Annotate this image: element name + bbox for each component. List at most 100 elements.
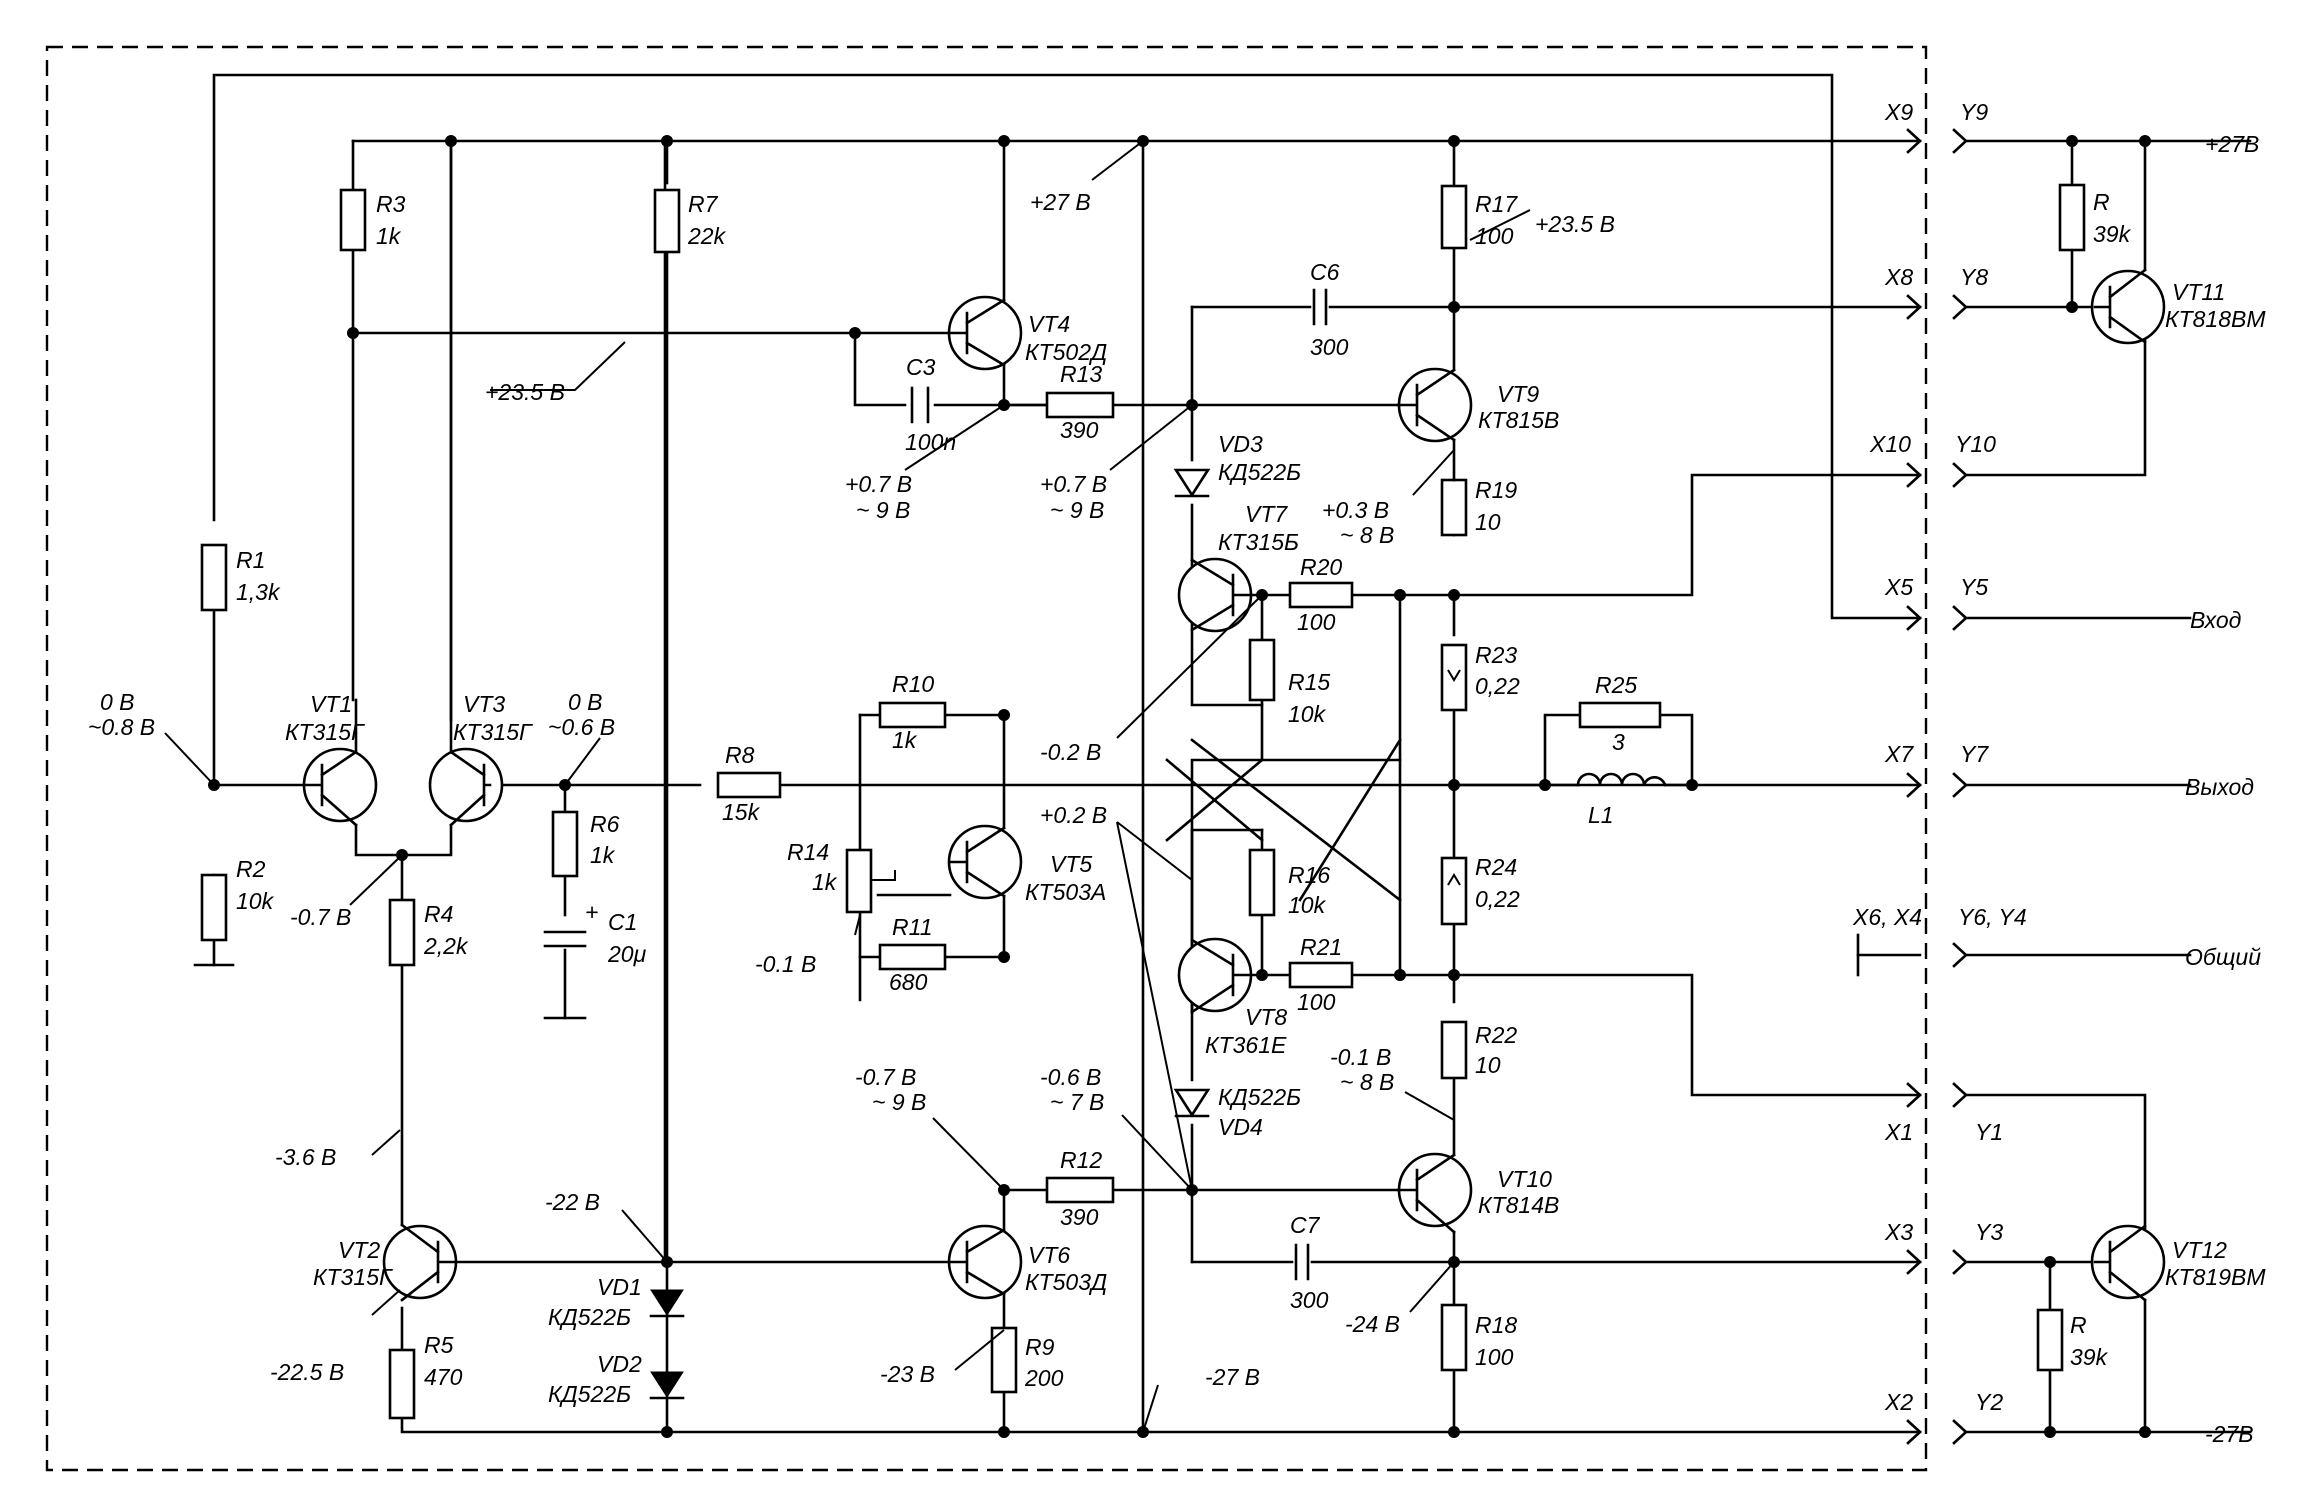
resistors	[200, 183, 2086, 1420]
voltage-vt7-e: -0.2 В	[1040, 739, 1101, 765]
r3-ref: R3	[376, 191, 406, 217]
vt10-ref: VT10	[1497, 1166, 1552, 1192]
c7-ref: C7	[1290, 1212, 1321, 1238]
vt6-ref: VT6	[1028, 1242, 1070, 1268]
vd4-ref: VD4	[1218, 1114, 1263, 1140]
transistor-vt10	[1396, 1152, 1473, 1234]
r5-value: 470	[424, 1364, 463, 1390]
resistor-r13	[1045, 391, 1115, 419]
vt11-ref: VT11	[2172, 279, 2225, 305]
voltage-fb-ac: ~0.6 В	[548, 714, 615, 740]
r24-value: 0,22	[1475, 886, 1520, 912]
resistor-r8	[716, 771, 782, 799]
vt5-ref: VT5	[1050, 851, 1092, 877]
r17-ref: R17	[1475, 191, 1518, 217]
vt7-type: КТ315Б	[1218, 529, 1299, 555]
voltage-in-ac: ~0.8 В	[88, 714, 155, 740]
voltage-vt8-e: +0.2 В	[1040, 802, 1107, 828]
r7-value: 22k	[687, 223, 727, 249]
connector-x1: X1	[1884, 1119, 1913, 1145]
voltage-vt9-e-ac: ~ 8 В	[1340, 522, 1394, 548]
vt8-type: КТ361Е	[1205, 1032, 1287, 1058]
resistor-r16	[1248, 848, 1276, 917]
vt6-type: КТ503Д	[1025, 1269, 1107, 1295]
vt2-type: КТ315Г	[313, 1264, 393, 1290]
voltage-vt2-c: -3.6 В	[275, 1144, 336, 1170]
r21-ref: R21	[1300, 934, 1342, 960]
external-pos: +27В	[2205, 131, 2259, 157]
resistor-r23	[1440, 643, 1468, 712]
resistor-r24	[1440, 856, 1468, 926]
r8-value: 15k	[722, 799, 761, 825]
svg-text:+: +	[585, 899, 598, 925]
connector-x8: X8	[1884, 264, 1913, 290]
connector-y10: Y10	[1955, 431, 1996, 457]
c1-ref: C1	[608, 909, 637, 935]
resistor-r21	[1288, 961, 1354, 989]
r23-ref: R23	[1475, 642, 1517, 668]
resistor-r3	[339, 188, 367, 252]
connector-y1: Y1	[1975, 1119, 2003, 1145]
resistor-r1	[200, 543, 228, 612]
connector-y6y4: Y6, Y4	[1958, 904, 2027, 930]
transistor-vt11	[2090, 268, 2166, 345]
r4-ref: R4	[424, 901, 453, 927]
diode-vd2	[649, 1371, 685, 1400]
r9-value: 200	[1024, 1365, 1064, 1391]
r25-value: 3	[1612, 729, 1625, 755]
voltage-vt2-e: -22.5 В	[270, 1359, 344, 1385]
y-connector-chevrons	[1952, 128, 1968, 1445]
external-neg: -27В	[2205, 1421, 2254, 1447]
ry2-value: 39k	[2070, 1344, 2109, 1370]
r2-ref: R2	[236, 856, 266, 882]
resistor-r7	[653, 188, 681, 254]
vt3-ref: VT3	[463, 691, 505, 717]
voltage-vt4-c-dc: +0.7 В	[845, 471, 912, 497]
r18-ref: R18	[1475, 1312, 1517, 1338]
vt4-type: КТ502Д	[1025, 339, 1107, 365]
r14-value: 1k	[812, 869, 838, 895]
connector-y2: Y2	[1975, 1389, 2003, 1415]
connector-x5: X5	[1884, 574, 1913, 600]
r19-ref: R19	[1475, 477, 1517, 503]
r21-value: 100	[1297, 989, 1336, 1015]
r20-ref: R20	[1300, 554, 1342, 580]
capacitor-c3	[910, 386, 930, 424]
c6-ref: C6	[1310, 259, 1340, 285]
voltage-vt10-b-dc: -0.6 В	[1040, 1064, 1101, 1090]
resistor-r10	[878, 701, 947, 729]
r14-ref: R14	[787, 839, 829, 865]
c1-value: 20μ	[607, 941, 647, 967]
vt1-ref: VT1	[310, 691, 352, 717]
voltage-vt6-c-dc: -0.7 В	[855, 1064, 916, 1090]
resistor-r17	[1440, 184, 1468, 250]
r5-ref: R5	[424, 1332, 454, 1358]
voltage-leaders	[164, 140, 1531, 1433]
r12-value: 390	[1060, 1204, 1099, 1230]
vd1-type: КД522Б	[548, 1304, 631, 1330]
resistor-r15	[1248, 638, 1276, 702]
resistor-r5	[388, 1348, 416, 1420]
transistor-vt9	[1396, 367, 1473, 482]
connector-x6x4: X6, X4	[1852, 904, 1922, 930]
resistor-r20	[1288, 581, 1354, 609]
external-common: Общий	[2185, 944, 2261, 970]
resistor-r19	[1440, 478, 1468, 537]
r9-ref: R9	[1025, 1334, 1055, 1360]
voltage-vt5-b: -0.1 В	[755, 951, 816, 977]
r15-ref: R15	[1288, 669, 1330, 695]
voltage-labels: 0 В ~0.8 В 0 В ~0.6 В -0.7 В -3.6 В -22.…	[88, 189, 1615, 1390]
connector-y7: Y7	[1960, 741, 1989, 767]
r10-ref: R10	[892, 671, 934, 697]
resistor-r4	[388, 898, 416, 967]
voltage-vt10-b-ac: ~ 7 В	[1050, 1089, 1104, 1115]
connector-x7: X7	[1884, 741, 1914, 767]
r19-value: 10	[1475, 509, 1501, 535]
voltage-vt10-e-dc: -0.1 В	[1330, 1044, 1391, 1070]
connector-x2: X2	[1884, 1389, 1913, 1415]
resistor-r25	[1578, 701, 1662, 729]
r11-ref: R11	[892, 914, 933, 940]
voltage-vt10-c: -24 В	[1345, 1311, 1400, 1337]
vt9-type: КТ815В	[1478, 407, 1559, 433]
